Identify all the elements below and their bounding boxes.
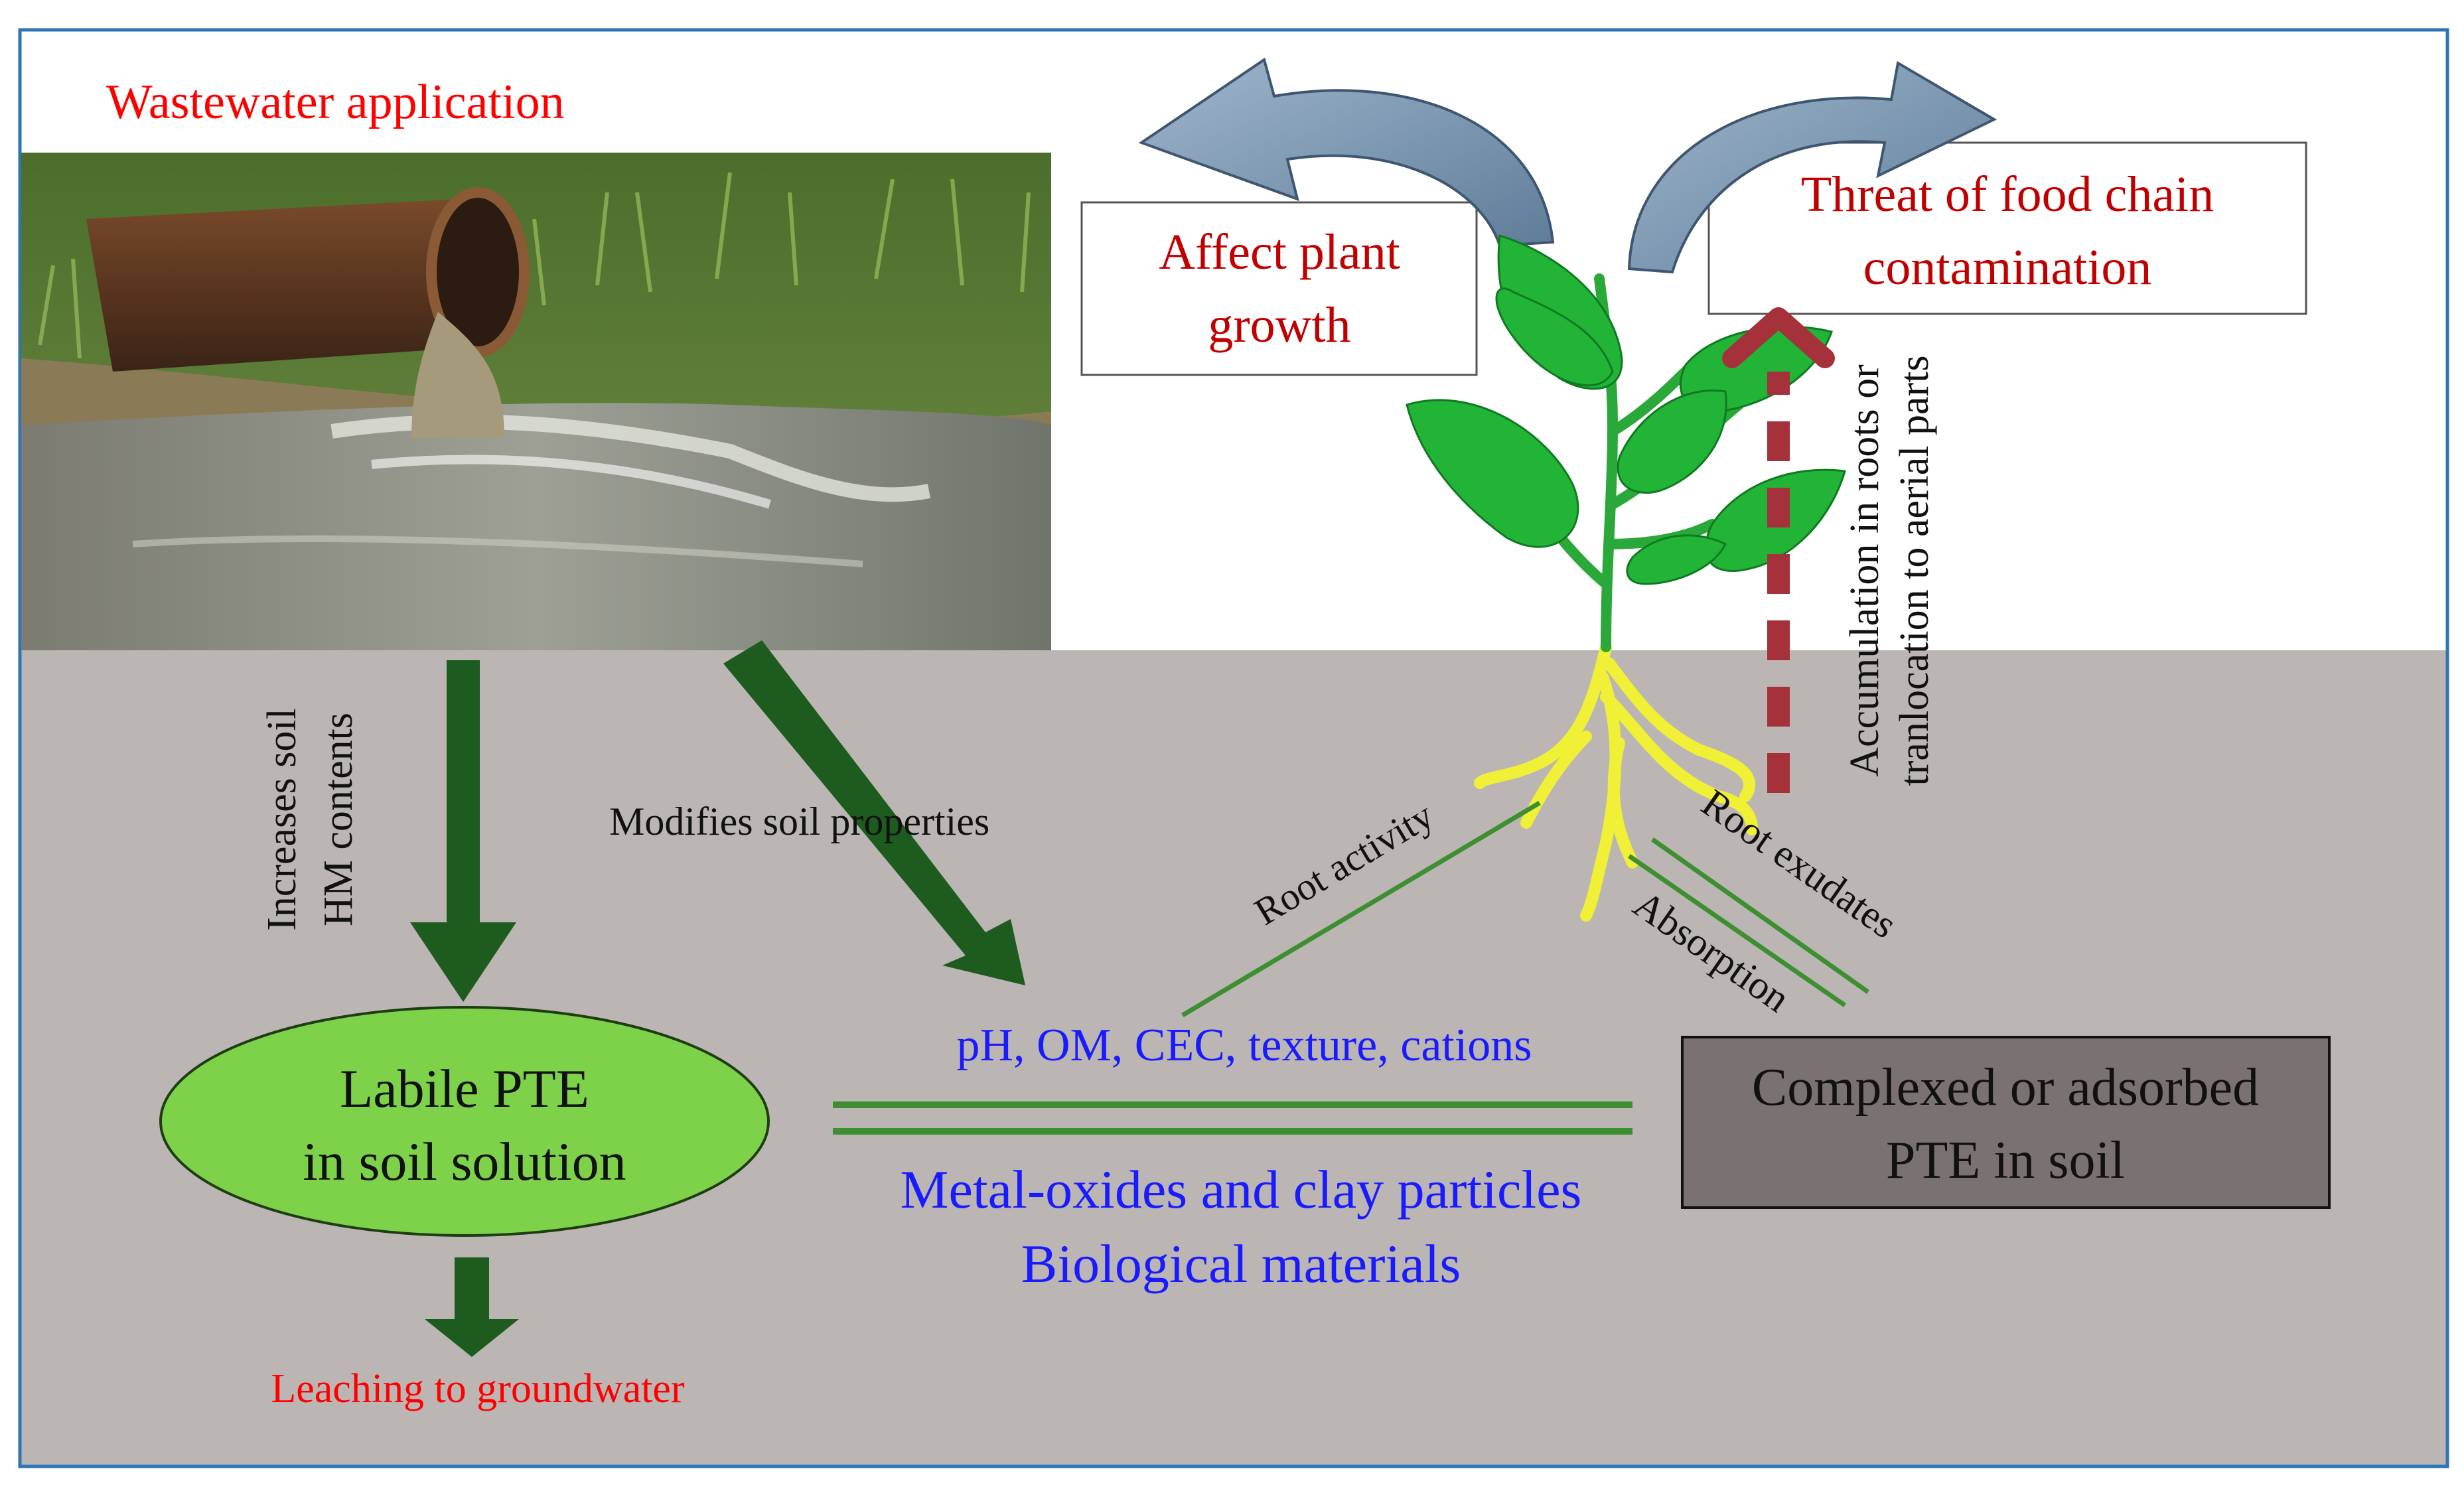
labile-pte-line2: in soil solution	[303, 1131, 626, 1192]
affect-plant-growth-line2: growth	[1208, 297, 1350, 353]
complexed-pte-line2: PTE in soil	[1886, 1131, 2125, 1190]
leaching-groundwater-label: Leaching to groundwater	[271, 1366, 685, 1411]
soil-properties-list: pH, OM, CEC, texture, cations	[956, 1020, 1532, 1071]
wastewater-pipe-photo	[21, 153, 1051, 650]
absorption-arrow	[1628, 854, 1846, 1007]
increases-soil-label-line1: Increases soil	[259, 708, 305, 931]
accumulation-label-line1: Accumulation in roots or	[1842, 364, 1887, 777]
root-activity-arrow	[1181, 800, 1541, 1018]
complexed-pte-box	[1681, 1036, 2331, 1209]
complexed-pte-line1: Complexed or adsorbed	[1752, 1058, 2259, 1117]
plant-icon	[1406, 234, 1846, 922]
modifies-soil-arrow	[723, 640, 1025, 985]
affect-plant-growth-line1: Affect plant	[1159, 224, 1400, 280]
wastewater-application-label: Wastewater application	[106, 75, 565, 129]
biological-materials-label: Biological materials	[1021, 1234, 1461, 1294]
threat-food-chain-line1: Threat of food chain	[1801, 167, 2214, 222]
threat-food-chain-line2: contamination	[1863, 240, 2152, 295]
increases-soil-label-line2: HM contents	[316, 713, 361, 926]
curved-arrow-left	[1138, 57, 1555, 248]
leaching-arrow	[425, 1257, 519, 1357]
curved-arrow-right	[1627, 60, 1997, 274]
increases-hm-arrow	[410, 660, 516, 1002]
labile-pte-ellipse	[159, 1006, 770, 1237]
metal-oxides-label: Metal-oxides and clay particles	[901, 1159, 1582, 1220]
root-exudates-arrow	[1650, 837, 1870, 994]
modifies-soil-properties-label: Modifies soil properties	[609, 800, 989, 843]
accumulation-arrowhead	[1722, 307, 1835, 368]
accumulation-label-line2: tranlocation to aerial parts	[1892, 355, 1937, 786]
threat-food-chain-box	[1707, 141, 2307, 315]
labile-pte-line1: Labile PTE	[340, 1058, 589, 1119]
diagram-frame	[18, 28, 2449, 1468]
affect-plant-growth-box	[1080, 201, 1478, 376]
